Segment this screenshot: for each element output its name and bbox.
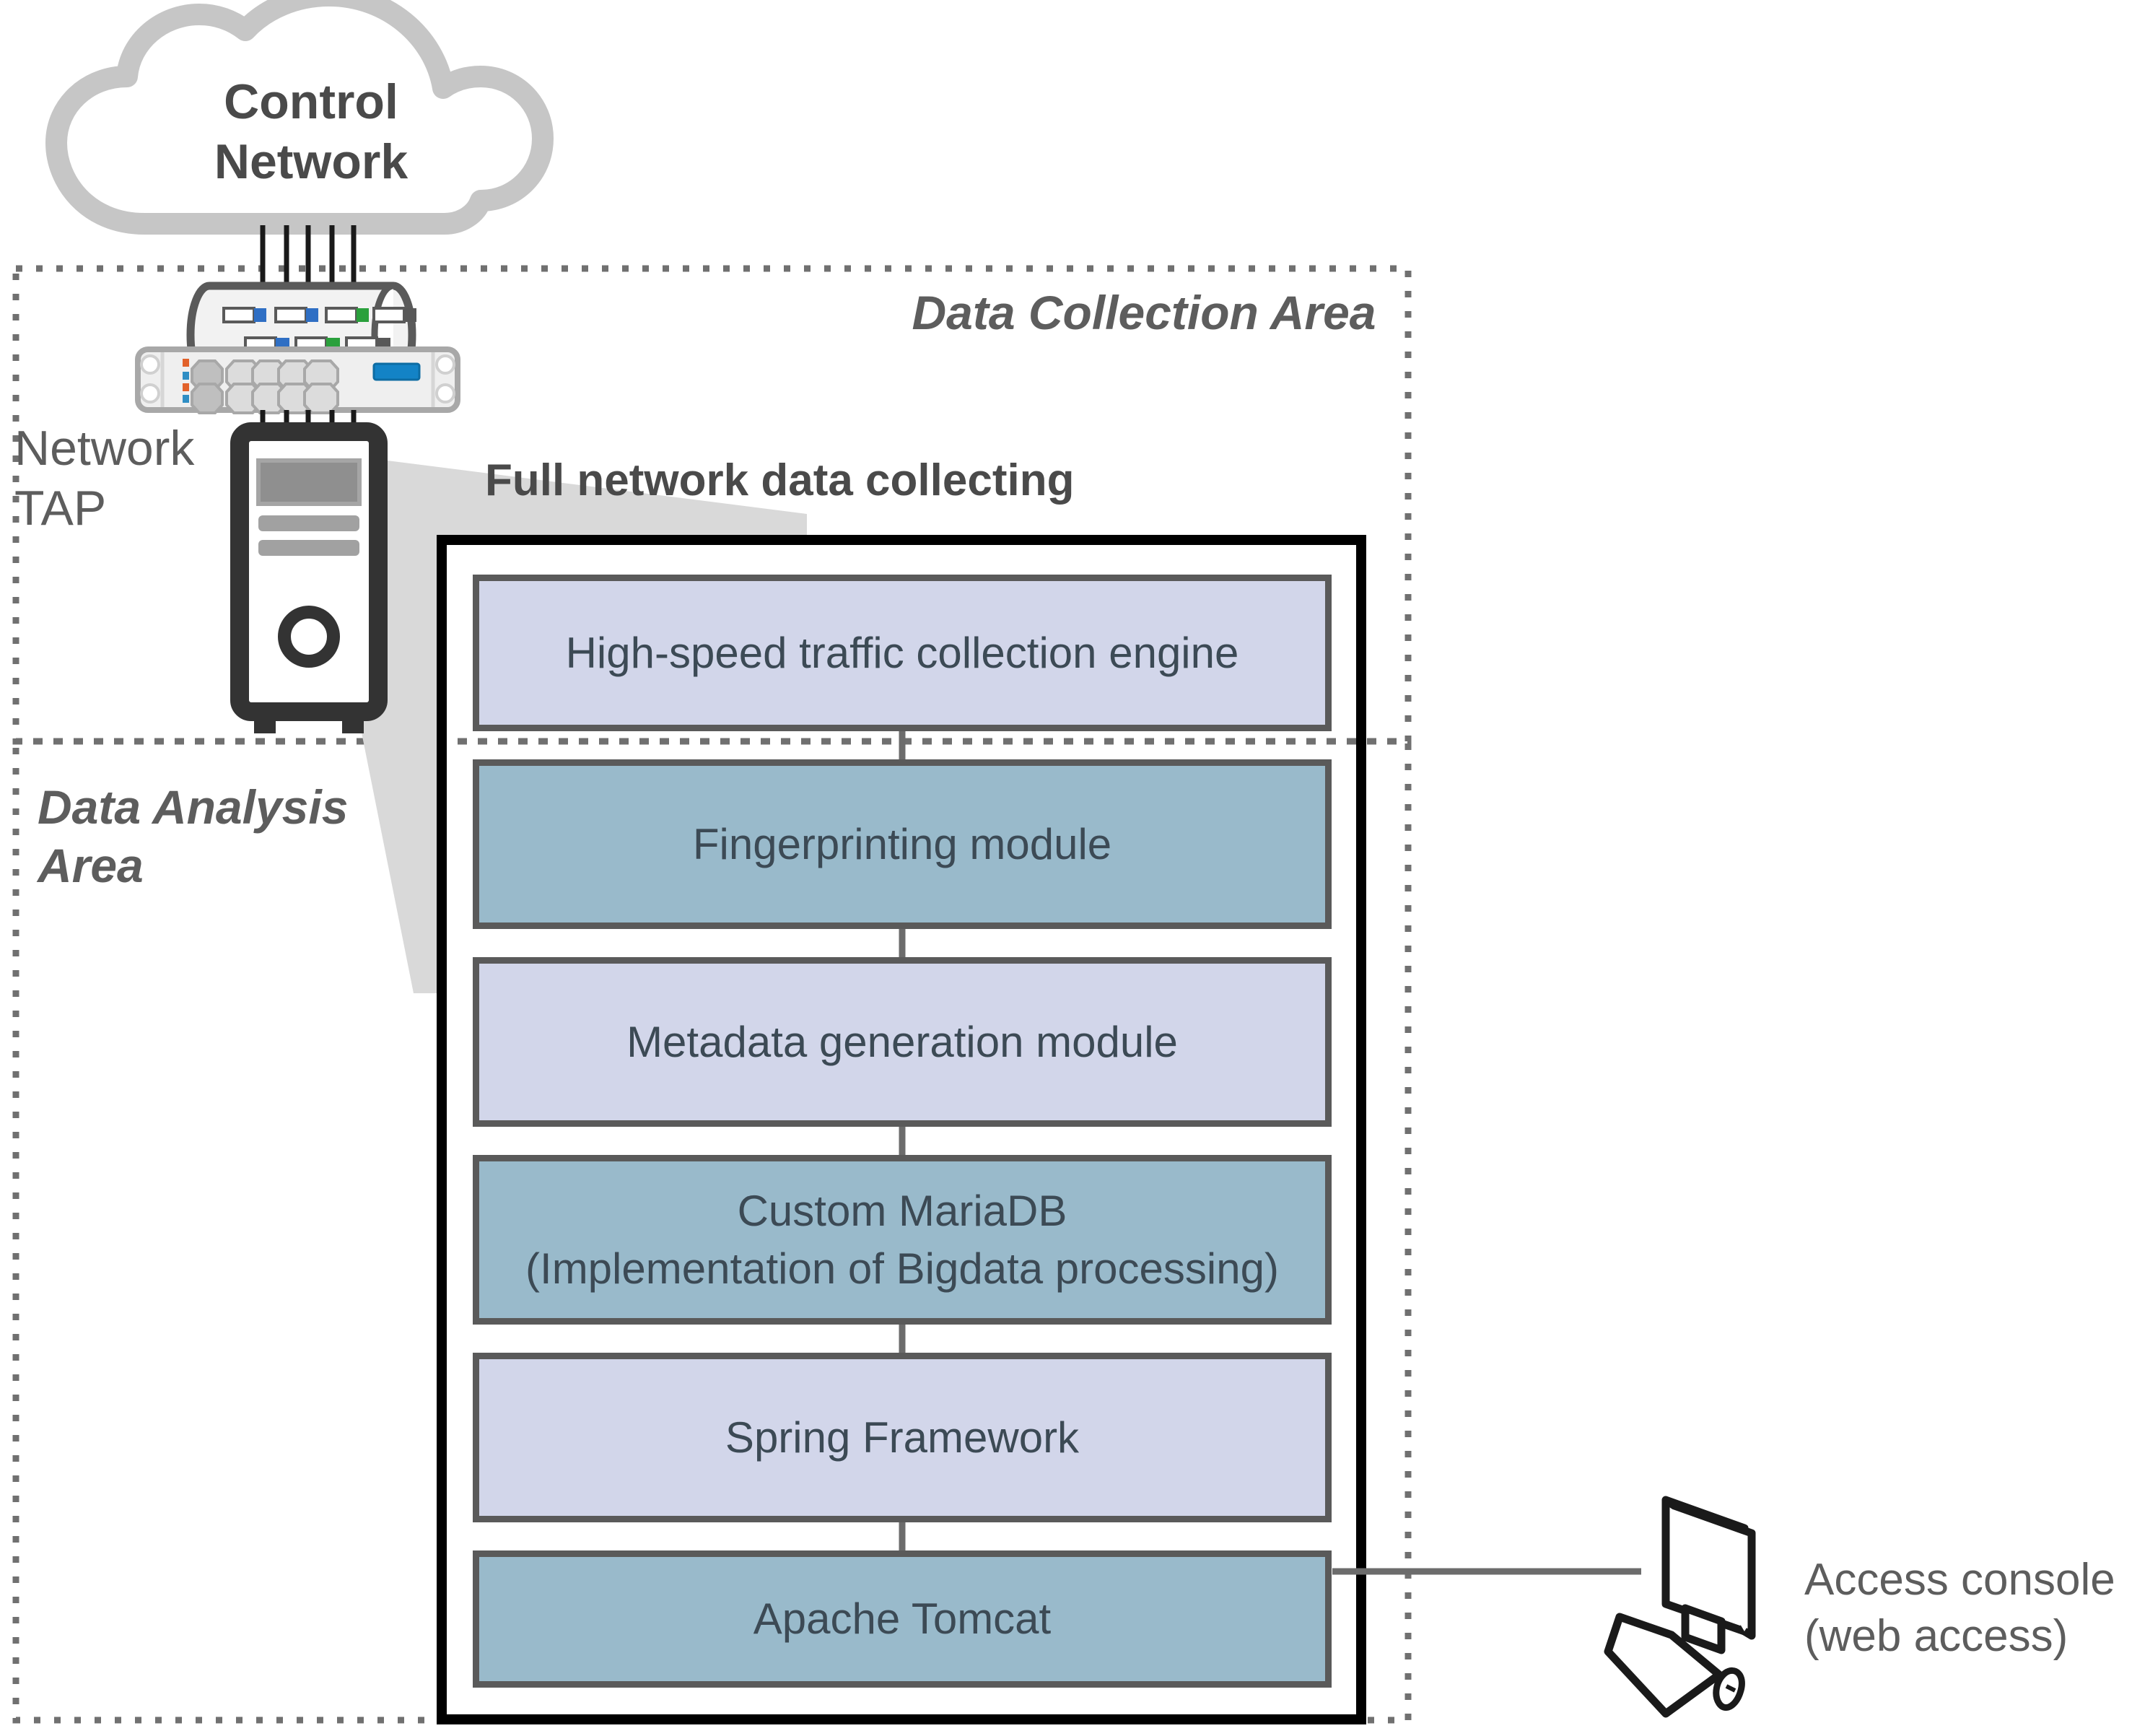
access-console-icon: [1604, 1496, 1756, 1718]
stack-box-fingerprinting-module[interactable]: Fingerprinting module: [473, 759, 1332, 929]
stack-box-label: Apache Tomcat: [753, 1595, 1052, 1644]
stack-box-label: High-speed traffic collection engine: [565, 628, 1239, 677]
control-network-label: Control Network: [214, 74, 409, 189]
data-analysis-area-label: Data Analysis Area: [38, 780, 349, 892]
control-network-cloud-icon: [45, 0, 554, 235]
stack-box-label: Custom MariaDB (Implementation of Bigdat…: [525, 1187, 1279, 1293]
cloud-to-switch-cables: [260, 225, 357, 287]
network-tap-appliance-icon: [135, 346, 460, 414]
stack-box-apache-tomcat[interactable]: Apache Tomcat: [473, 1550, 1332, 1688]
access-console-label: Access console (web access): [1804, 1555, 2115, 1661]
full-network-data-collecting-label: Full network data collecting: [485, 455, 1075, 505]
stack-box-metadata-generation-module[interactable]: Metadata generation module: [473, 957, 1332, 1127]
stack-box-custom-mariadb[interactable]: Custom MariaDB (Implementation of Bigdat…: [473, 1155, 1332, 1325]
stack-box-label: Metadata generation module: [626, 1017, 1178, 1066]
stack-box-label: Spring Framework: [725, 1413, 1080, 1462]
stack-box-spring-framework[interactable]: Spring Framework: [473, 1353, 1332, 1522]
data-analysis-area-boundary: [12, 738, 1412, 1724]
stack-box-collection-engine[interactable]: High-speed traffic collection engine: [473, 575, 1332, 731]
data-collection-area-label: Data Collection Area: [912, 286, 1376, 339]
analysis-server-tower-icon: [230, 422, 388, 733]
network-tap-label: Network TAP: [14, 421, 195, 536]
stack-box-label: Fingerprinting module: [692, 819, 1112, 868]
analysis-stack-container: [437, 535, 1366, 1724]
